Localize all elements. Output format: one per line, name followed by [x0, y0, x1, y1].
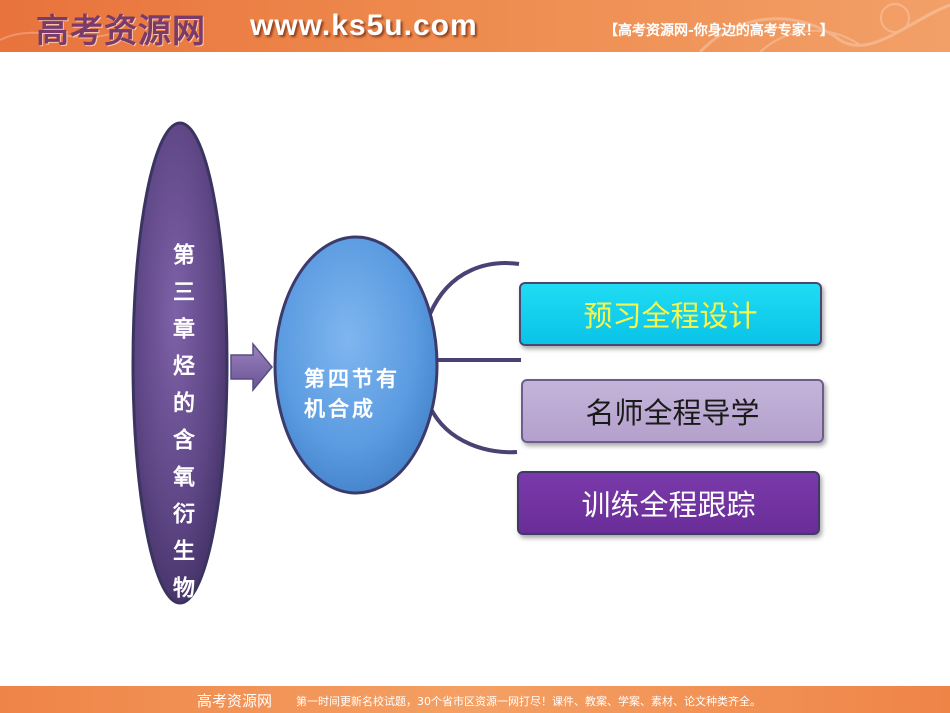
- site-logo[interactable]: 高考资源网: [36, 11, 206, 50]
- training-tracking-label: 训练全程跟踪: [581, 488, 756, 522]
- chapter-title: 第三章烃的含氧衍生物: [169, 243, 195, 613]
- site-url[interactable]: www.ks5u.com: [250, 9, 478, 42]
- teacher-guide-button[interactable]: 名师全程导学: [521, 379, 824, 443]
- header-swirl-decoration: [0, 3, 950, 52]
- chapter-to-section-arrow: [230, 341, 273, 393]
- header-slogan: 【高考资源网-你身边的高考专家！】: [604, 23, 834, 39]
- connector-train-inner: [431, 402, 518, 448]
- training-tracking-button[interactable]: 训练全程跟踪: [517, 471, 820, 535]
- section-ellipse: [273, 235, 439, 495]
- footer-banner: 高考资源网 第一时间更新名校试题，30个省市区资源一网打尽！课件、教案、学案、素…: [0, 686, 950, 713]
- header-banner: 高考资源网 www.ks5u.com 【高考资源网-你身边的高考专家！】: [0, 0, 950, 52]
- connector-train: [428, 406, 518, 455]
- preview-design-label: 预习全程设计: [583, 299, 758, 333]
- teacher-guide-label: 名师全程导学: [585, 396, 760, 430]
- chapter-ellipse: [131, 121, 229, 605]
- mind-map-diagram: [131, 121, 521, 605]
- slide-canvas: 第三章烃的含氧衍生物 第四节有机合成 预习全程设计 名师全程导学 训练全程跟踪: [0, 52, 950, 686]
- footer-logo[interactable]: 高考资源网: [197, 692, 273, 710]
- preview-design-button[interactable]: 预习全程设计: [519, 282, 822, 346]
- connector-preview-inner: [431, 268, 520, 319]
- footer-tagline: 第一时间更新名校试题，30个省市区资源一网打尽！课件、教案、学案、素材、论文种类…: [296, 695, 761, 708]
- section-title: 第四节有机合成: [304, 366, 400, 421]
- connector-preview: [428, 261, 520, 315]
